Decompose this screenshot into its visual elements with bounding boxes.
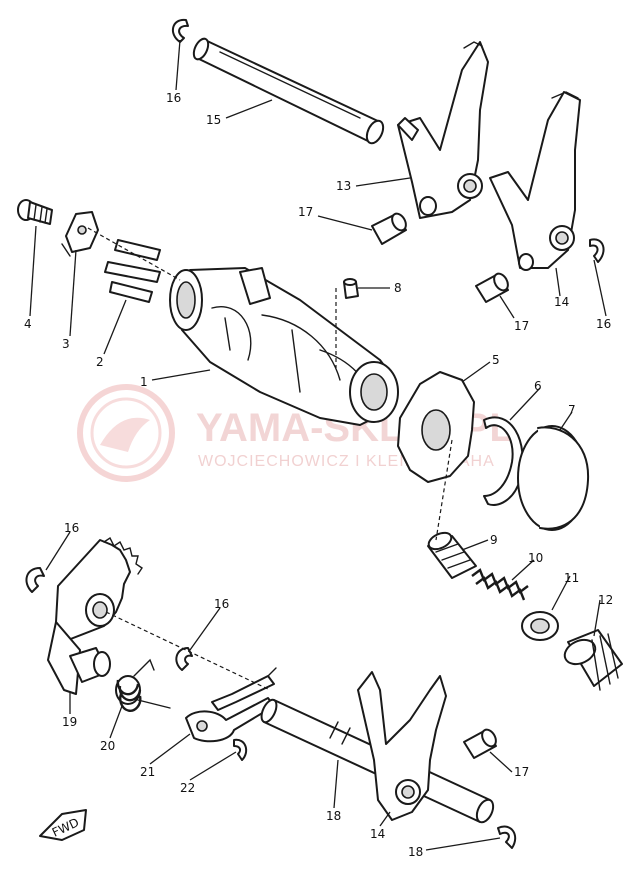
label-9: 9 [490, 533, 498, 547]
label-8: 8 [394, 281, 402, 295]
cover-7 [517, 425, 590, 531]
label-21: 21 [140, 765, 155, 779]
label-16-top-left: 16 [166, 91, 181, 105]
pin-19 [69, 647, 111, 683]
pins-2 [104, 239, 161, 303]
label-13: 13 [336, 179, 351, 193]
bolt-12 [563, 629, 623, 691]
shift-fork-13 [397, 41, 489, 219]
label-10: 10 [528, 551, 543, 565]
label-19: 19 [62, 715, 77, 729]
shift-fork-14-lower [357, 671, 447, 821]
circlip-lower-right [497, 825, 517, 849]
guide-pin-17-a [371, 212, 407, 245]
label-17-a: 17 [298, 205, 313, 219]
shift-fork-shaft-top [192, 37, 385, 145]
circlip-lower-left [25, 567, 45, 593]
torsion-spring-20 [115, 658, 171, 712]
label-6: 6 [534, 379, 542, 393]
circlip-right [589, 238, 605, 263]
forward-arrow-icon: FWD [39, 809, 87, 841]
guide-pin-17-c [463, 728, 497, 759]
label-17-c: 17 [514, 765, 529, 779]
circlip-22 [233, 738, 248, 761]
watermark-logo-icon [77, 384, 175, 482]
part-number-labels: 16 15 13 17 4 3 2 8 1 5 6 7 17 14 16 9 1… [24, 91, 613, 859]
label-17-b: 17 [514, 319, 529, 333]
spring-10 [471, 568, 529, 601]
washer-11 [521, 611, 559, 641]
circlip-6 [483, 416, 524, 506]
label-2: 2 [96, 355, 104, 369]
label-15: 15 [206, 113, 221, 127]
label-16-lower-left: 16 [64, 521, 79, 535]
detent-plunger-9 [427, 531, 477, 579]
label-14-lower: 14 [370, 827, 385, 841]
screw-4 [17, 199, 53, 225]
label-18-bottom: 18 [408, 845, 423, 859]
label-20: 20 [100, 739, 115, 753]
label-18-mid: 18 [326, 809, 341, 823]
label-22: 22 [180, 781, 195, 795]
leader-lines [29, 39, 607, 851]
shift-cam-1 [169, 267, 399, 426]
label-4: 4 [24, 317, 32, 331]
pin-8 [343, 278, 359, 299]
shift-fork-14-top [489, 91, 581, 271]
star-plate-5 [397, 371, 475, 483]
label-5: 5 [492, 353, 500, 367]
label-12: 12 [598, 593, 613, 607]
circlip-top-left [171, 18, 189, 43]
label-11: 11 [564, 571, 579, 585]
label-1: 1 [140, 375, 148, 389]
label-3: 3 [62, 337, 70, 351]
label-16-right: 16 [596, 317, 611, 331]
label-7: 7 [568, 403, 576, 417]
stopper-plate-3 [61, 211, 99, 257]
guide-pin-17-b [475, 272, 509, 303]
label-14-top: 14 [554, 295, 569, 309]
label-16-lower-mid: 16 [214, 597, 229, 611]
shift-arm-segment [47, 536, 143, 695]
circlip-lower-mid [175, 647, 193, 671]
